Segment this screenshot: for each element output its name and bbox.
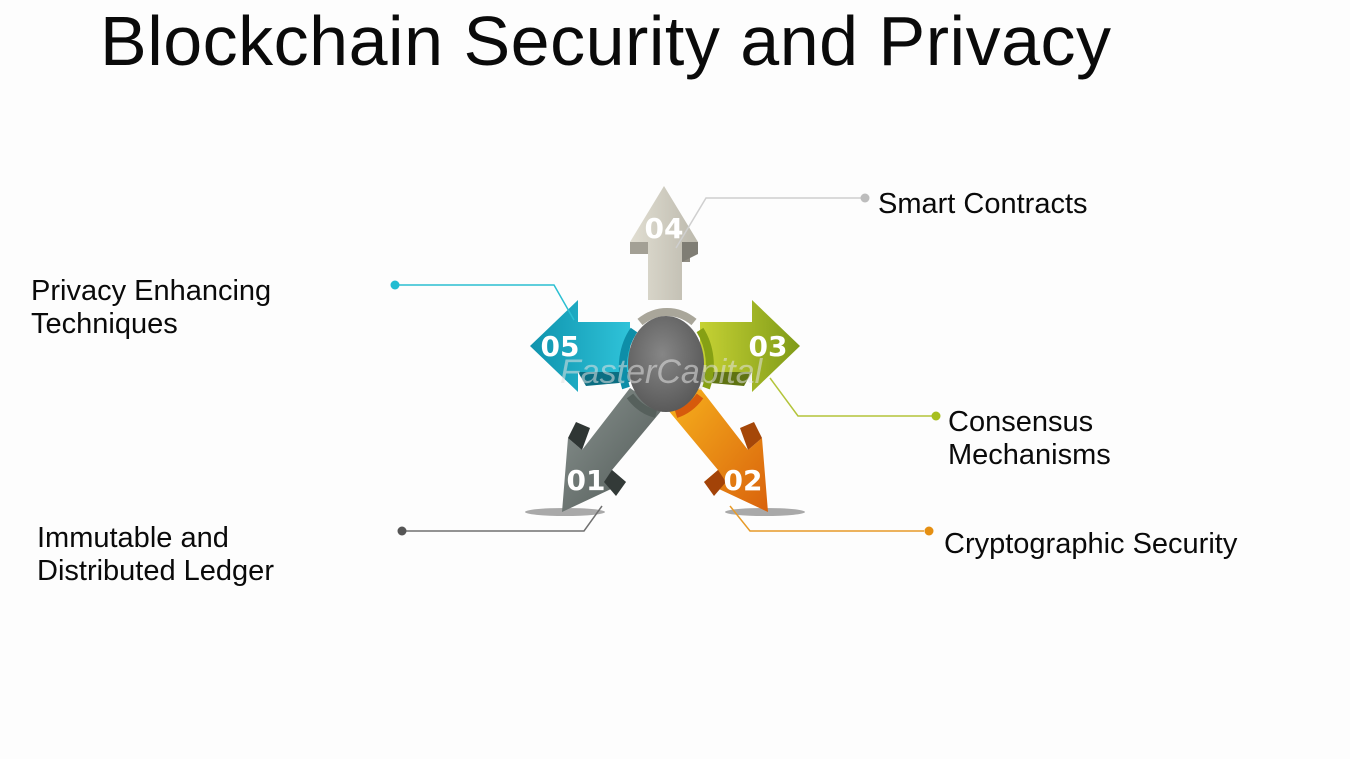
arrow-05: 05 bbox=[530, 300, 630, 392]
label-smart-contracts: Smart Contracts bbox=[878, 188, 1088, 220]
arrow-02: 02 bbox=[668, 388, 768, 512]
shadow bbox=[525, 508, 605, 516]
connector-03 bbox=[769, 377, 941, 421]
connector-04 bbox=[675, 193, 870, 249]
arrow-03-number: 03 bbox=[749, 330, 788, 363]
connector-01 bbox=[397, 505, 603, 536]
connector-02 bbox=[729, 505, 934, 536]
label-consensus-mechanisms: Consensus Mechanisms bbox=[948, 406, 1111, 471]
arrow-03: 03 bbox=[700, 300, 800, 392]
arrow-04: 04 bbox=[630, 186, 698, 300]
arrow-01-number: 01 bbox=[567, 464, 606, 497]
label-immutable-distributed-ledger: Immutable and Distributed Ledger bbox=[37, 522, 274, 587]
arrow-04-number: 04 bbox=[645, 212, 684, 245]
shadow bbox=[725, 508, 805, 516]
arrow-05-number: 05 bbox=[541, 330, 580, 363]
connector-05 bbox=[390, 280, 575, 321]
hub-center bbox=[628, 316, 704, 412]
label-privacy-enhancing-techniques: Privacy Enhancing Techniques bbox=[31, 275, 272, 340]
arrow-02-number: 02 bbox=[724, 464, 763, 497]
watermark-text: FasterCapital bbox=[560, 353, 764, 391]
label-cryptographic-security: Cryptographic Security bbox=[944, 528, 1238, 560]
hub-ring bbox=[618, 308, 714, 418]
page-title: Blockchain Security and Privacy bbox=[100, 2, 1112, 80]
arrow-01: 01 bbox=[562, 388, 662, 512]
